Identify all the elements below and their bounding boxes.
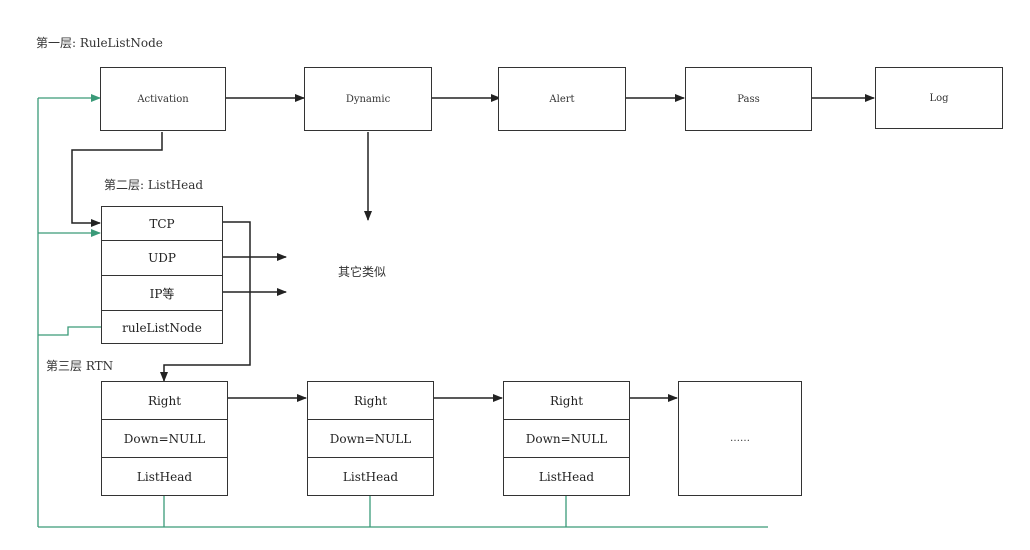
layer1-label: 第一层: RuleListNode — [36, 36, 163, 50]
node-log-label: Log — [929, 92, 949, 104]
node-dynamic: Dynamic — [304, 67, 432, 131]
rtn-more-ellipsis: …… — [730, 433, 750, 444]
listhead-cell-tcp: TCP — [149, 216, 175, 231]
rtn2-listhead: ListHead — [308, 457, 433, 496]
rtn-node-2: Right Down=NULL ListHead — [307, 381, 434, 496]
node-activation: Activation — [100, 67, 226, 131]
node-alert-label: Alert — [549, 93, 575, 105]
rtn2-down: Down=NULL — [308, 419, 433, 457]
listhead-cell-rulelistnode: ruleListNode — [102, 310, 222, 344]
node-pass: Pass — [685, 67, 812, 131]
others-similar-label: 其它类似 — [338, 265, 387, 279]
arrow-tcp-to-rtn — [160, 221, 251, 382]
listhead-node: TCP UDP IP等 ruleListNode — [101, 206, 223, 344]
node-dynamic-label: Dynamic — [345, 93, 391, 105]
arrow-activation-to-listhead — [71, 132, 163, 227]
rtn3-down: Down=NULL — [504, 419, 629, 457]
node-log: Log — [875, 67, 1003, 129]
listhead-cell-ip: IP等 — [102, 275, 222, 310]
rtn3-right: Right — [549, 393, 584, 408]
rtn3-listhead: ListHead — [504, 457, 629, 496]
node-alert: Alert — [498, 67, 626, 131]
listhead-cell-udp: UDP — [102, 240, 222, 275]
rtn2-right: Right — [353, 393, 388, 408]
node-pass-label: Pass — [737, 93, 760, 105]
feedback-rulelistnode — [38, 326, 102, 336]
rtn-node-3: Right Down=NULL ListHead — [503, 381, 630, 496]
rtn1-down: Down=NULL — [102, 419, 227, 457]
node-activation-label: Activation — [137, 93, 189, 105]
layer2-label: 第二层: ListHead — [104, 178, 204, 192]
rtn-node-more: …… — [678, 381, 802, 496]
rtn1-listhead: ListHead — [102, 457, 227, 496]
rtn-node-1: Right Down=NULL ListHead — [101, 381, 228, 496]
layer3-label: 第三层 RTN — [46, 359, 114, 373]
rtn1-right: Right — [147, 393, 182, 408]
